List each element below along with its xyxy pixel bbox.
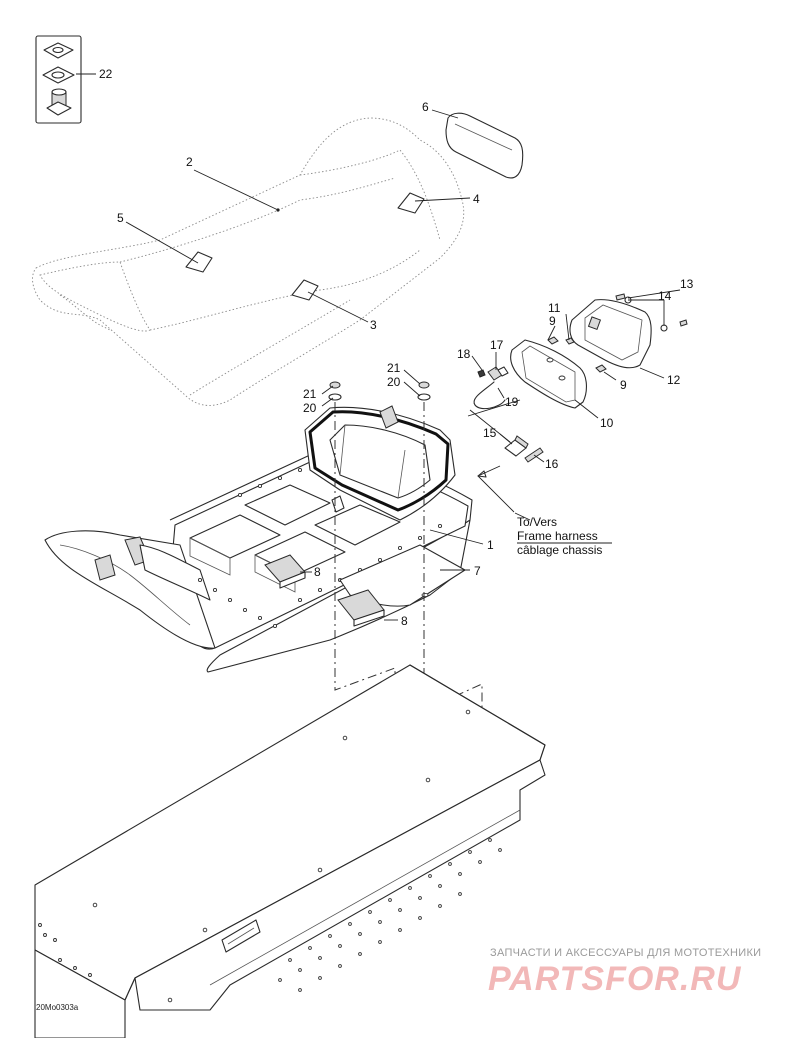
watermark-logo: PARTSFOR.RU bbox=[488, 960, 742, 998]
callout-20a: 20 bbox=[303, 401, 317, 415]
harness-note: To/Vers Frame harness câblage chassis bbox=[517, 515, 612, 557]
callout-4: 4 bbox=[473, 192, 480, 206]
screws-9-11-13-14 bbox=[547, 293, 688, 373]
callout-14: 14 bbox=[658, 289, 672, 303]
light-socket-17-19 bbox=[473, 366, 509, 410]
callout-10: 10 bbox=[600, 416, 614, 430]
rear-structure-1 bbox=[44, 405, 473, 673]
callout-2: 2 bbox=[186, 155, 193, 169]
callout-1: 1 bbox=[487, 538, 494, 552]
callout-17: 17 bbox=[490, 338, 504, 352]
callout-13: 13 bbox=[680, 277, 694, 291]
drawing-code: 20Mo0303a bbox=[36, 1003, 79, 1012]
seat-outline bbox=[32, 117, 465, 406]
taillight-housing-12 bbox=[569, 299, 652, 369]
callout-11: 11 bbox=[548, 301, 561, 315]
watermark: ЗАПЧАСТИ И АКСЕССУАРЫ ДЛЯ МОТОТЕХНИКИ PA… bbox=[488, 947, 761, 998]
reflector-pad-6 bbox=[445, 112, 524, 179]
callout-8a: 8 bbox=[314, 565, 321, 579]
taillight-lens-10 bbox=[510, 339, 587, 409]
callout-12: 12 bbox=[667, 373, 681, 387]
tunnel-chassis bbox=[34, 664, 546, 1038]
callout-16: 16 bbox=[545, 457, 559, 471]
callout-15: 15 bbox=[483, 426, 497, 440]
watermark-tagline: ЗАПЧАСТИ И АКСЕССУАРЫ ДЛЯ МОТОТЕХНИКИ bbox=[490, 947, 761, 959]
callout-3: 3 bbox=[370, 318, 377, 332]
harness-note-line1: To/Vers bbox=[517, 515, 557, 529]
callout-21a: 21 bbox=[303, 387, 317, 401]
callout-21b: 21 bbox=[387, 361, 401, 375]
harness-note-line3: câblage chassis bbox=[517, 543, 602, 557]
harness-note-line2: Frame harness bbox=[517, 529, 598, 543]
foam-pads-8 bbox=[264, 554, 385, 627]
harness-arrow bbox=[477, 465, 515, 513]
callout-18: 18 bbox=[457, 347, 471, 361]
callout-20b: 20 bbox=[387, 375, 401, 389]
callout-labels: 1 2 3 4 5 6 7 8 8 9 9 10 11 12 13 14 15 … bbox=[99, 67, 694, 628]
callout-5: 5 bbox=[117, 211, 124, 225]
leader-lines bbox=[125, 109, 681, 621]
connector-15-16 bbox=[467, 399, 544, 463]
callout-8b: 8 bbox=[401, 614, 408, 628]
callout-9a: 9 bbox=[549, 314, 556, 328]
callout-6: 6 bbox=[422, 100, 429, 114]
callout-19: 19 bbox=[505, 395, 519, 409]
callout-9b: 9 bbox=[620, 378, 627, 392]
callout-7: 7 bbox=[474, 564, 481, 578]
inset-fastener-22 bbox=[35, 35, 96, 124]
callout-22: 22 bbox=[99, 67, 113, 81]
